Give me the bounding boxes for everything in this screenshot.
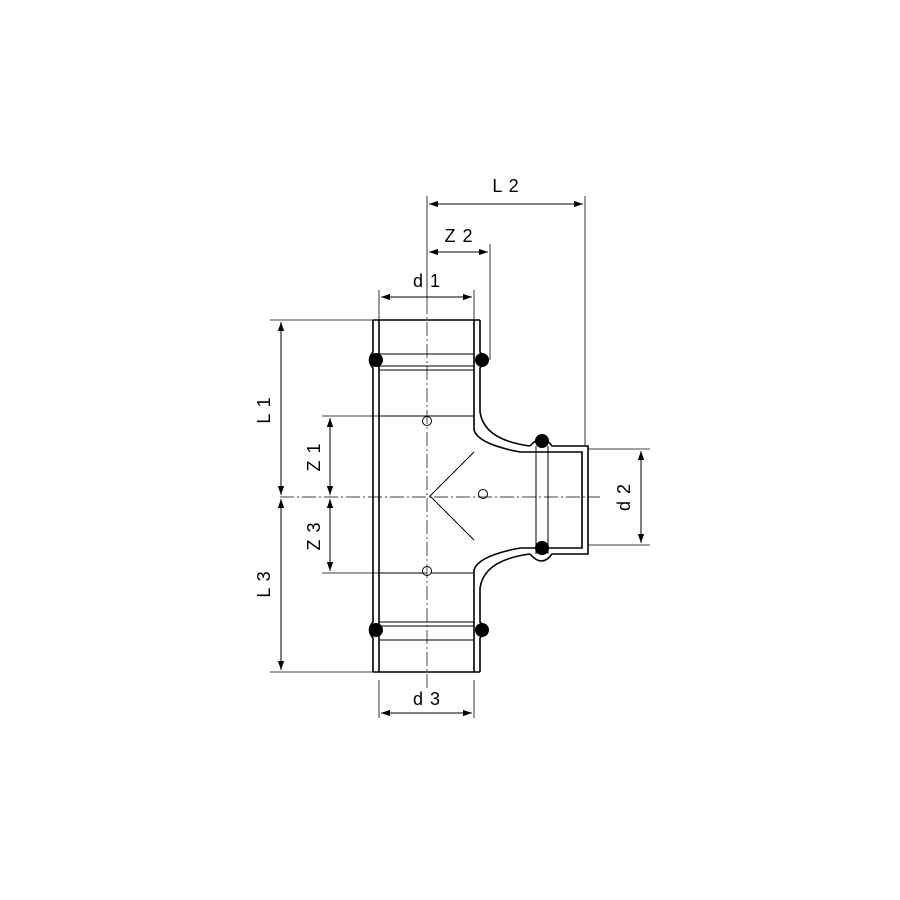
dimension-lines (277, 200, 645, 717)
label-Z2: Z 2 (444, 226, 473, 246)
extension-lines (270, 196, 650, 718)
label-d3: d 3 (413, 689, 441, 709)
label-L2: L 2 (492, 176, 519, 196)
label-d2: d 2 (614, 483, 634, 511)
dimension-labels: L 2 Z 2 d 1 L 1 L 3 Z 1 Z 3 d 2 d 3 (254, 176, 634, 709)
center-lines (280, 300, 600, 690)
label-d1: d 1 (413, 271, 441, 291)
label-L1: L 1 (254, 396, 274, 423)
fitting-body (368, 319, 589, 673)
label-Z1: Z 1 (304, 442, 324, 471)
o-rings (369, 353, 549, 637)
label-Z3: Z 3 (304, 521, 324, 550)
label-L3: L 3 (254, 570, 274, 597)
reference-holes (422, 416, 488, 576)
